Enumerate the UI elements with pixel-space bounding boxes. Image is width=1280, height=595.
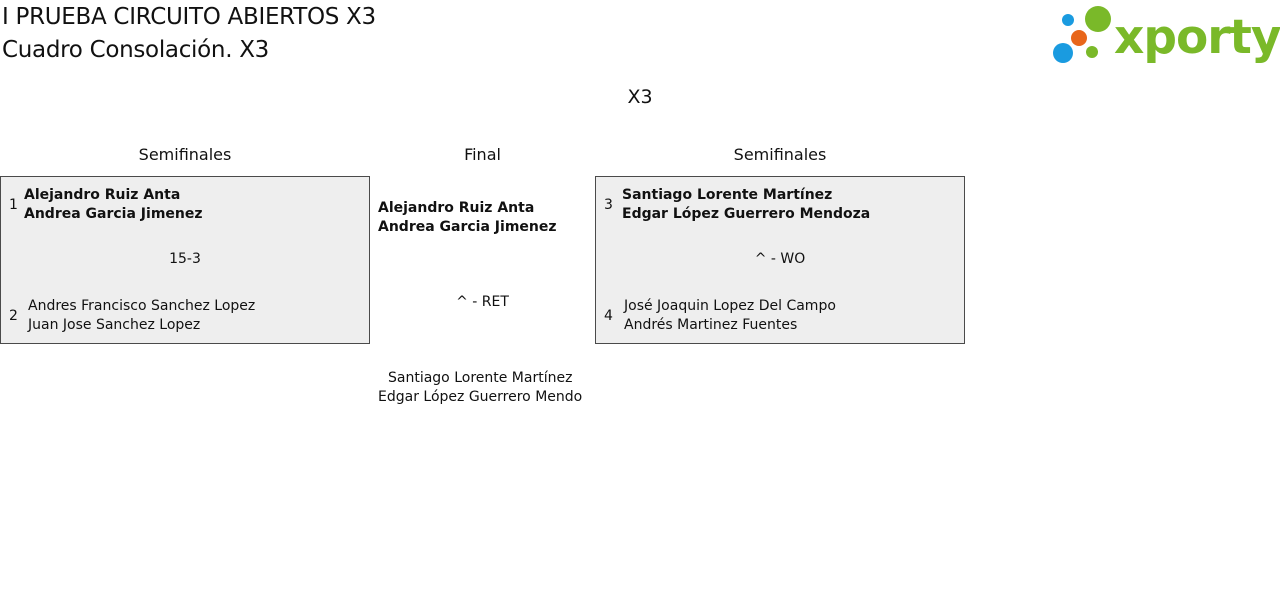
pair-loser[interactable]: Andres Francisco Sanchez Lopez Juan Jose… bbox=[28, 297, 255, 335]
player-name: Edgar López Guerrero Mendoza bbox=[622, 206, 871, 222]
player-name: Andrés Martinez Fuentes bbox=[624, 317, 798, 333]
tournament-title: I PRUEBA CIRCUITO ABIERTOS X3 bbox=[2, 4, 376, 30]
player-name: Alejandro Ruiz Anta bbox=[378, 200, 535, 216]
seed-number: 1 bbox=[9, 197, 18, 213]
seed-number: 4 bbox=[604, 308, 613, 324]
round-title-left-semis: Semifinales bbox=[138, 145, 232, 164]
player-name: Alejandro Ruiz Anta bbox=[24, 187, 181, 203]
seed-number: 3 bbox=[604, 197, 613, 213]
pair-winner[interactable]: Santiago Lorente Martínez Edgar López Gu… bbox=[622, 186, 870, 224]
round-title-final: Final bbox=[464, 145, 501, 164]
draw-name: X3 bbox=[627, 86, 653, 108]
match-score: ^ - WO bbox=[754, 251, 806, 267]
logo-dots-icon bbox=[1053, 6, 1111, 63]
draw-subtitle: Cuadro Consolación. X3 bbox=[2, 37, 270, 63]
seed-number: 2 bbox=[9, 308, 18, 324]
player-name: Santiago Lorente Martínez bbox=[622, 187, 833, 203]
pair-winner[interactable]: Alejandro Ruiz Anta Andrea Garcia Jimene… bbox=[24, 186, 203, 224]
player-name: Andrea Garcia Jimenez bbox=[378, 219, 557, 235]
player-name: Santiago Lorente Martínez bbox=[388, 370, 573, 386]
player-name: Edgar López Guerrero Mendo bbox=[378, 389, 583, 405]
match-box-semi-right: 3 Santiago Lorente Martínez Edgar López … bbox=[595, 176, 965, 344]
final-pair-top[interactable]: Alejandro Ruiz Anta Andrea Garcia Jimene… bbox=[378, 199, 557, 237]
player-name: José Joaquin Lopez Del Campo bbox=[624, 298, 836, 314]
player-name: Juan Jose Sanchez Lopez bbox=[28, 317, 201, 333]
match-final: Alejandro Ruiz Anta Andrea Garcia Jimene… bbox=[370, 176, 595, 416]
final-score: ^ - RET bbox=[456, 294, 509, 310]
round-title-right-semis: Semifinales bbox=[733, 145, 827, 164]
player-name: Andres Francisco Sanchez Lopez bbox=[28, 298, 256, 314]
player-name: Andrea Garcia Jimenez bbox=[24, 206, 203, 222]
match-box-semi-left: 1 Alejandro Ruiz Anta Andrea Garcia Jime… bbox=[0, 176, 370, 344]
match-score: 15-3 bbox=[169, 251, 201, 267]
logo-text: xporty bbox=[1114, 10, 1280, 65]
xporty-logo: xporty bbox=[1050, 4, 1280, 68]
pair-loser[interactable]: José Joaquin Lopez Del Campo Andrés Mart… bbox=[624, 297, 836, 335]
final-pair-bottom[interactable]: Santiago Lorente Martínez Edgar López Gu… bbox=[378, 369, 582, 407]
